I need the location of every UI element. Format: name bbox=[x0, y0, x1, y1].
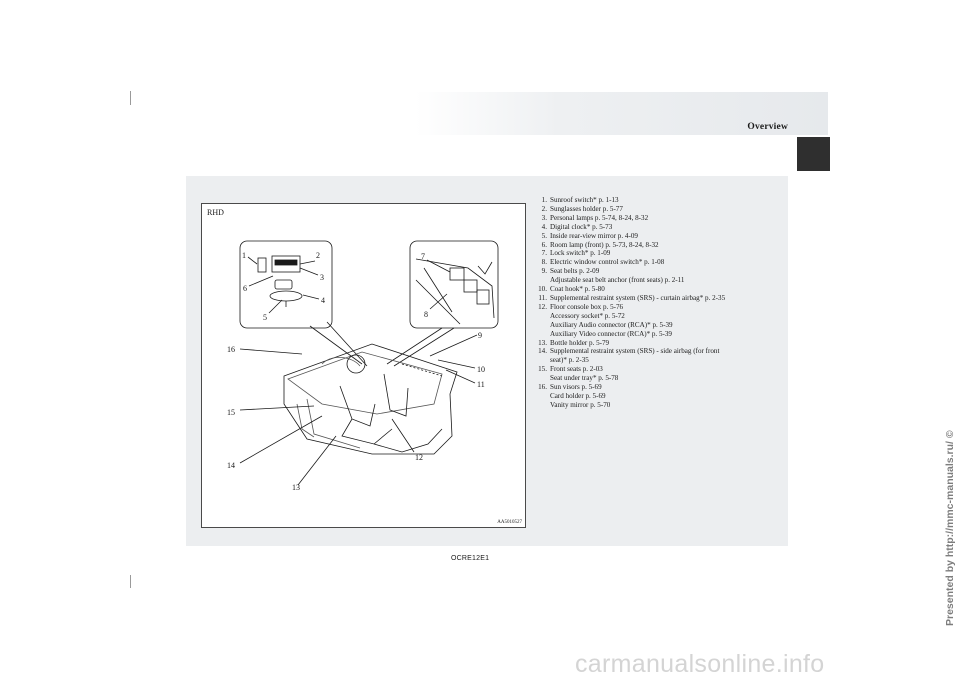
legend-item: 10.Coat hook* p. 5-80 bbox=[538, 285, 605, 294]
sunroof-switch-drawing bbox=[257, 257, 267, 273]
figure-code: AA5010527 bbox=[497, 520, 522, 525]
callout-6: 6 bbox=[243, 284, 247, 293]
legend-item: 8.Electric window control switch* p. 1-0… bbox=[541, 258, 665, 267]
mirror-drawing bbox=[269, 290, 303, 302]
front-seat-drawing bbox=[339, 385, 376, 427]
figure-variant-label: RHD bbox=[207, 208, 224, 217]
steering-wheel-drawing bbox=[346, 354, 366, 374]
component-legend: 1.Sunroof switch* p. 1-13 2.Sunglasses h… bbox=[533, 196, 778, 410]
legend-item: 4.Digital clock* p. 5-73 bbox=[541, 222, 613, 231]
legend-item: 11.Supplemental restraint system (SRS) -… bbox=[538, 293, 726, 302]
callout-8: 8 bbox=[424, 310, 428, 319]
car-interior-outline bbox=[283, 343, 458, 455]
legend-item: 6.Room lamp (front) p. 5-73, 8-24, 8-32 bbox=[541, 240, 659, 249]
callout-2: 2 bbox=[316, 251, 320, 260]
callout-14: 14 bbox=[227, 461, 235, 470]
legend-item: 14.Supplemental restraint system (SRS) -… bbox=[538, 347, 720, 365]
legend-item: 7.Lock switch* p. 1-09 bbox=[541, 249, 611, 258]
callout-5: 5 bbox=[263, 313, 267, 322]
header-band bbox=[415, 92, 828, 135]
section-tab-marker bbox=[797, 137, 830, 171]
callout-1: 1 bbox=[242, 251, 246, 260]
legend-item: 5.Inside rear-view mirror p. 4-09 bbox=[541, 231, 638, 240]
callout-16: 16 bbox=[227, 345, 235, 354]
callout-13: 13 bbox=[292, 483, 300, 492]
section-title: Overview bbox=[747, 122, 788, 132]
legend-item: 2.Sunglasses holder p. 5-77 bbox=[541, 204, 623, 213]
clock-drawing bbox=[274, 279, 293, 290]
site-watermark: carmanualsonline.info bbox=[575, 650, 825, 678]
interior-overview-figure: RHD bbox=[201, 203, 526, 528]
callout-3: 3 bbox=[320, 273, 324, 282]
roof-console-inset bbox=[239, 240, 333, 329]
crop-mark-bottom-left bbox=[130, 575, 131, 588]
callout-7: 7 bbox=[421, 252, 425, 261]
document-code: OCRE12E1 bbox=[451, 555, 490, 562]
legend-item: 13.Bottle holder p. 5-79 bbox=[538, 338, 610, 347]
callout-15: 15 bbox=[227, 408, 235, 417]
side-watermark: Presented by http://mmc-manuals.ru/ © bbox=[944, 430, 956, 626]
callout-12: 12 bbox=[415, 453, 423, 462]
callout-9: 9 bbox=[478, 331, 482, 340]
callout-10: 10 bbox=[477, 365, 485, 374]
legend-item: 3.Personal lamps p. 5-74, 8-24, 8-32 bbox=[541, 213, 649, 222]
legend-item: 1.Sunroof switch* p. 1-13 bbox=[541, 196, 619, 204]
interior-illustration: 1 2 3 4 5 6 7 8 9 10 11 12 13 14 15 16 bbox=[227, 240, 499, 492]
crop-mark-top-left bbox=[130, 91, 131, 105]
callout-4: 4 bbox=[321, 296, 325, 305]
callout-11: 11 bbox=[477, 380, 485, 389]
